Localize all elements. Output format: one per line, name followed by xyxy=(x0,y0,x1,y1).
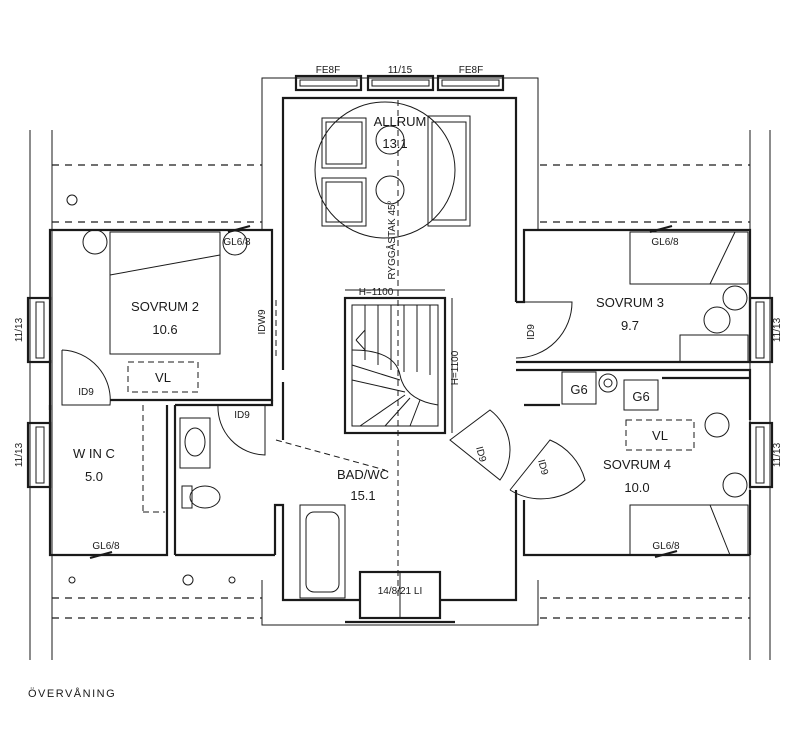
door-label-winc: ID9 xyxy=(78,387,94,398)
vl-boxes xyxy=(127,361,695,451)
door-label-bad: ID9 xyxy=(234,410,250,421)
walls xyxy=(48,96,752,602)
roof-lines xyxy=(29,130,771,660)
window-label-left-lower: 11/13 xyxy=(14,442,25,467)
gl-markers xyxy=(89,224,678,560)
gl-label-sovrum4: GL6/8 xyxy=(652,541,680,552)
sovrum3-name: SOVRUM 3 xyxy=(596,295,664,310)
beds xyxy=(109,231,749,556)
window-label-left-upper: 11/13 xyxy=(14,317,25,342)
windows xyxy=(26,74,774,624)
window-label-right-lower: 11/13 xyxy=(772,442,783,467)
g6-label-right: G6 xyxy=(632,389,649,404)
gl-label-sovrum2: GL6/8 xyxy=(223,237,251,248)
dormer-outline xyxy=(261,77,539,626)
allrum-furniture xyxy=(314,101,471,239)
floor-caption: ÖVERVÅNING xyxy=(28,688,117,700)
window-label-top-right: FE8F xyxy=(459,65,483,76)
allrum-area: 13.1 xyxy=(382,136,407,151)
door-label-hall-right: ID9 xyxy=(535,458,550,476)
gl-label-winc: GL6/8 xyxy=(92,541,120,552)
winc-name: W IN C xyxy=(73,446,115,461)
badwc-name: BAD/WC xyxy=(337,467,389,482)
door-labels: IDW9 ID9 ID9 ID9 ID9 ID9 xyxy=(78,309,550,477)
window-label-top-mid: 11/15 xyxy=(388,65,413,76)
window-labels: FE8F 11/15 FE8F 11/13 11/13 11/13 11/13 … xyxy=(14,65,783,597)
door-swings xyxy=(61,301,586,500)
sovrum4-area: 10.0 xyxy=(624,480,649,495)
room-labels: ALLRUM 13.1 SOVRUM 2 10.6 SOVRUM 3 9.7 S… xyxy=(73,114,671,503)
door-label-sovrum2: IDW9 xyxy=(257,309,268,334)
sovrum4-name: SOVRUM 4 xyxy=(603,457,671,472)
ryggastak-label: RYGGÅSTAK 45° xyxy=(385,200,398,279)
allrum-name: ALLRUM xyxy=(374,114,427,129)
staircase xyxy=(345,289,453,433)
g6-label-left: G6 xyxy=(570,382,587,397)
window-label-bottom: 14/8/21 LI xyxy=(378,586,422,597)
sovrum2-name: SOVRUM 2 xyxy=(131,299,199,314)
gl-label-sovrum3: GL6/8 xyxy=(651,237,679,248)
fixtures xyxy=(66,194,748,586)
window-label-top-left: FE8F xyxy=(316,65,340,76)
vl-label-sovrum4: VL xyxy=(652,428,668,443)
misc-labels: GL6/8 GL6/8 GL6/8 GL6/8 VL VL G6 G6 RYGG… xyxy=(92,200,680,552)
dashed-walls xyxy=(142,100,399,600)
height-label-side: H=1100 xyxy=(450,350,461,385)
winc-area: 5.0 xyxy=(85,469,103,484)
badwc-area: 15.1 xyxy=(350,488,375,503)
height-label-top: H=1100 xyxy=(359,287,394,298)
door-label-sovrum3: ID9 xyxy=(526,324,537,340)
door-label-hall-left: ID9 xyxy=(473,445,488,463)
bathroom-fixtures xyxy=(179,417,346,599)
sovrum3-area: 9.7 xyxy=(621,318,639,333)
vl-label-sovrum2: VL xyxy=(155,370,171,385)
window-label-right-upper: 11/13 xyxy=(772,317,783,342)
sovrum2-area: 10.6 xyxy=(152,322,177,337)
